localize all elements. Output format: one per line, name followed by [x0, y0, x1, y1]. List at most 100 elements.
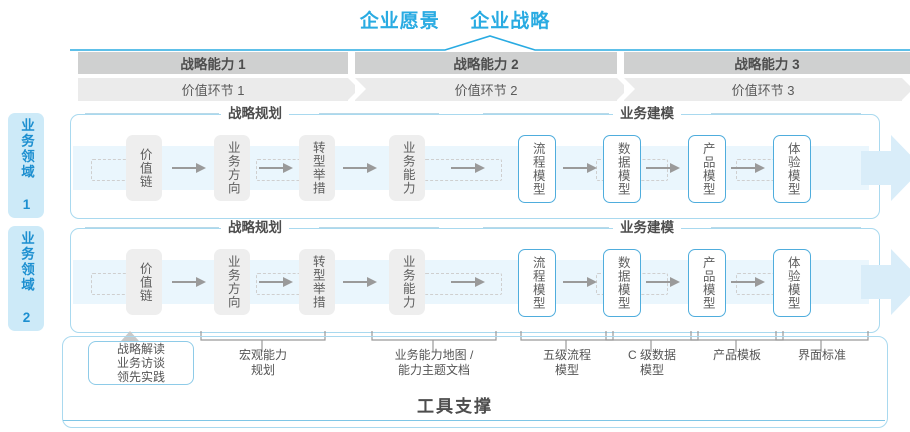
- tool-support-title: 工具支撑: [417, 397, 493, 416]
- row-1-node-business-direction[interactable]: 业务方向: [214, 135, 250, 201]
- row-1-arrow-7-icon: [731, 163, 765, 173]
- row-1-arrow-4-icon: [451, 163, 485, 173]
- row-1-node-experience-model[interactable]: 体验模型: [773, 135, 811, 203]
- sidebar-item-domain-2[interactable]: 业务领域 2: [8, 226, 44, 331]
- capability-3-label: 战略能力 3: [734, 57, 800, 72]
- row-1-arrow-2-icon: [259, 163, 293, 173]
- value-link-1[interactable]: 价值环节 1: [78, 78, 359, 101]
- bracket-capability-map-icon: [371, 331, 497, 352]
- tool-label-product-template: 产品模板: [687, 348, 787, 363]
- tool-label-product-template-line1: 产品模板: [712, 348, 761, 362]
- capability-2-label: 战略能力 2: [453, 57, 519, 72]
- tool-label-data-model-line1: C 级数据: [627, 348, 676, 362]
- tool-label-macro-capability: 宏观能力 规划: [213, 348, 313, 378]
- tool-label-capability-map: 业务能力地图 / 能力主题文档: [364, 348, 504, 378]
- tool-label-data-model-line2: 模型: [639, 363, 664, 377]
- row-2-node-business-direction[interactable]: 业务方向: [214, 249, 250, 315]
- row-2-node-process-model[interactable]: 流程模型: [518, 249, 556, 317]
- row-1-node-process-model-label: 流程模型: [530, 142, 545, 196]
- value-link-3[interactable]: 价值环节 3: [624, 78, 910, 101]
- row-2-forward-arrow-icon: [861, 249, 910, 315]
- row-1-arrow-6-icon: [646, 163, 680, 173]
- row-2-arrow-4-icon: [451, 277, 485, 287]
- value-link-row: 价值环节 1 价值环节 2 价值环节 3: [78, 78, 910, 101]
- row-1-arrow-1-icon: [172, 163, 206, 173]
- tool-label-capability-map-line2: 能力主题文档: [397, 363, 470, 377]
- row-1-node-business-capability-label: 业务能力: [400, 141, 415, 195]
- row-2-node-business-direction-label: 业务方向: [225, 255, 240, 309]
- tool-label-ui-standard: 界面标准: [772, 348, 872, 363]
- vision-title: 企业愿景: [359, 11, 440, 32]
- row-2-section-modeling: 业务建模: [613, 220, 681, 235]
- row-2-node-value-chain[interactable]: 价值链: [126, 249, 162, 315]
- tool-input-line-2: 业务访谈: [116, 356, 165, 370]
- capability-2[interactable]: 战略能力 2: [355, 52, 617, 74]
- row-1-node-process-model[interactable]: 流程模型: [518, 135, 556, 203]
- domain-row-2: 战略规划 业务建模: [70, 220, 910, 333]
- row-2-node-data-model-label: 数据模型: [615, 256, 630, 310]
- row-1-node-business-capability[interactable]: 业务能力: [389, 135, 425, 201]
- row-1-node-product-model[interactable]: 产品模型: [688, 135, 726, 203]
- capability-1-label: 战略能力 1: [180, 57, 246, 72]
- bracket-ui-standard-icon: [775, 331, 869, 352]
- row-1-planning-rule-right: [319, 113, 439, 114]
- row-1-node-transformation-actions[interactable]: 转型举措: [299, 135, 335, 201]
- row-2-node-experience-model-label: 体验模型: [785, 256, 800, 310]
- row-2-node-data-model[interactable]: 数据模型: [603, 249, 641, 317]
- row-1-planning-rule-left: [85, 113, 219, 114]
- row-2-node-experience-model[interactable]: 体验模型: [773, 249, 811, 317]
- tool-support-container: [62, 336, 888, 428]
- domain-1-label: 业务领域 1: [19, 117, 34, 214]
- capability-1[interactable]: 战略能力 1: [78, 52, 348, 74]
- value-link-1-label: 价值环节 1: [181, 83, 245, 98]
- top-title: 企业愿景 企业战略: [0, 6, 910, 33]
- bracket-macro-capability-icon: [200, 331, 326, 352]
- row-1-node-value-chain-label: 价值链: [137, 147, 152, 189]
- tool-label-process-model: 五级流程 模型: [517, 348, 617, 378]
- tool-input-box[interactable]: 战略解读 业务访谈 领先实践: [88, 341, 194, 385]
- row-2-node-product-model-label: 产品模型: [700, 256, 715, 310]
- tool-input-line-1: 战略解读: [116, 342, 165, 356]
- row-2-planning-rule-right: [319, 227, 439, 228]
- row-1-forward-arrow-icon: [861, 135, 910, 201]
- row-2-node-product-model[interactable]: 产品模型: [688, 249, 726, 317]
- row-2-modeling-rule-left: [483, 227, 609, 228]
- row-1-node-experience-model-label: 体验模型: [785, 142, 800, 196]
- row-1-node-product-model-label: 产品模型: [700, 142, 715, 196]
- row-1-node-transformation-actions-label: 转型举措: [310, 141, 325, 195]
- row-2-arrow-6-icon: [646, 277, 680, 287]
- domain-2-label: 业务领域 2: [19, 230, 34, 327]
- row-2-node-transformation-actions[interactable]: 转型举措: [299, 249, 335, 315]
- row-1-arrow-3-icon: [343, 163, 377, 173]
- row-2-node-value-chain-label: 价值链: [137, 261, 152, 303]
- row-2-arrow-3-icon: [343, 277, 377, 287]
- vision-peak-line: [70, 35, 910, 51]
- row-1-node-data-model[interactable]: 数据模型: [603, 135, 641, 203]
- row-2-arrow-7-icon: [731, 277, 765, 287]
- row-2-arrow-2-icon: [259, 277, 293, 287]
- tool-label-macro-capability-line1: 宏观能力: [238, 348, 287, 362]
- row-2-node-business-capability[interactable]: 业务能力: [389, 249, 425, 315]
- tool-label-process-model-line1: 五级流程: [542, 348, 591, 362]
- capability-3[interactable]: 战略能力 3: [624, 52, 910, 74]
- tool-label-macro-capability-line2: 规划: [250, 363, 275, 377]
- tool-label-data-model: C 级数据 模型: [602, 348, 702, 378]
- tool-label-process-model-line2: 模型: [554, 363, 579, 377]
- row-2-arrow-1-icon: [172, 277, 206, 287]
- row-2-modeling-rule-right: [711, 227, 861, 228]
- row-1-section-modeling: 业务建模: [613, 106, 681, 121]
- row-2-node-transformation-actions-label: 转型举措: [310, 255, 325, 309]
- value-link-2-label: 价值环节 2: [454, 83, 518, 98]
- row-1-node-business-direction-label: 业务方向: [225, 141, 240, 195]
- row-1-section-planning: 战略规划: [221, 106, 289, 121]
- row-1-node-data-model-label: 数据模型: [615, 142, 630, 196]
- row-1-node-value-chain[interactable]: 价值链: [126, 135, 162, 201]
- row-2-arrow-5-icon: [563, 277, 597, 287]
- sidebar-item-domain-1[interactable]: 业务领域 1: [8, 113, 44, 218]
- domain-row-1: 战略规划 业务建模: [70, 106, 910, 219]
- tool-label-capability-map-line1: 业务能力地图 /: [394, 348, 474, 362]
- value-link-2[interactable]: 价值环节 2: [355, 78, 628, 101]
- row-2-section-planning: 战略规划: [221, 220, 289, 235]
- row-2-node-process-model-label: 流程模型: [530, 256, 545, 310]
- row-1-arrow-5-icon: [563, 163, 597, 173]
